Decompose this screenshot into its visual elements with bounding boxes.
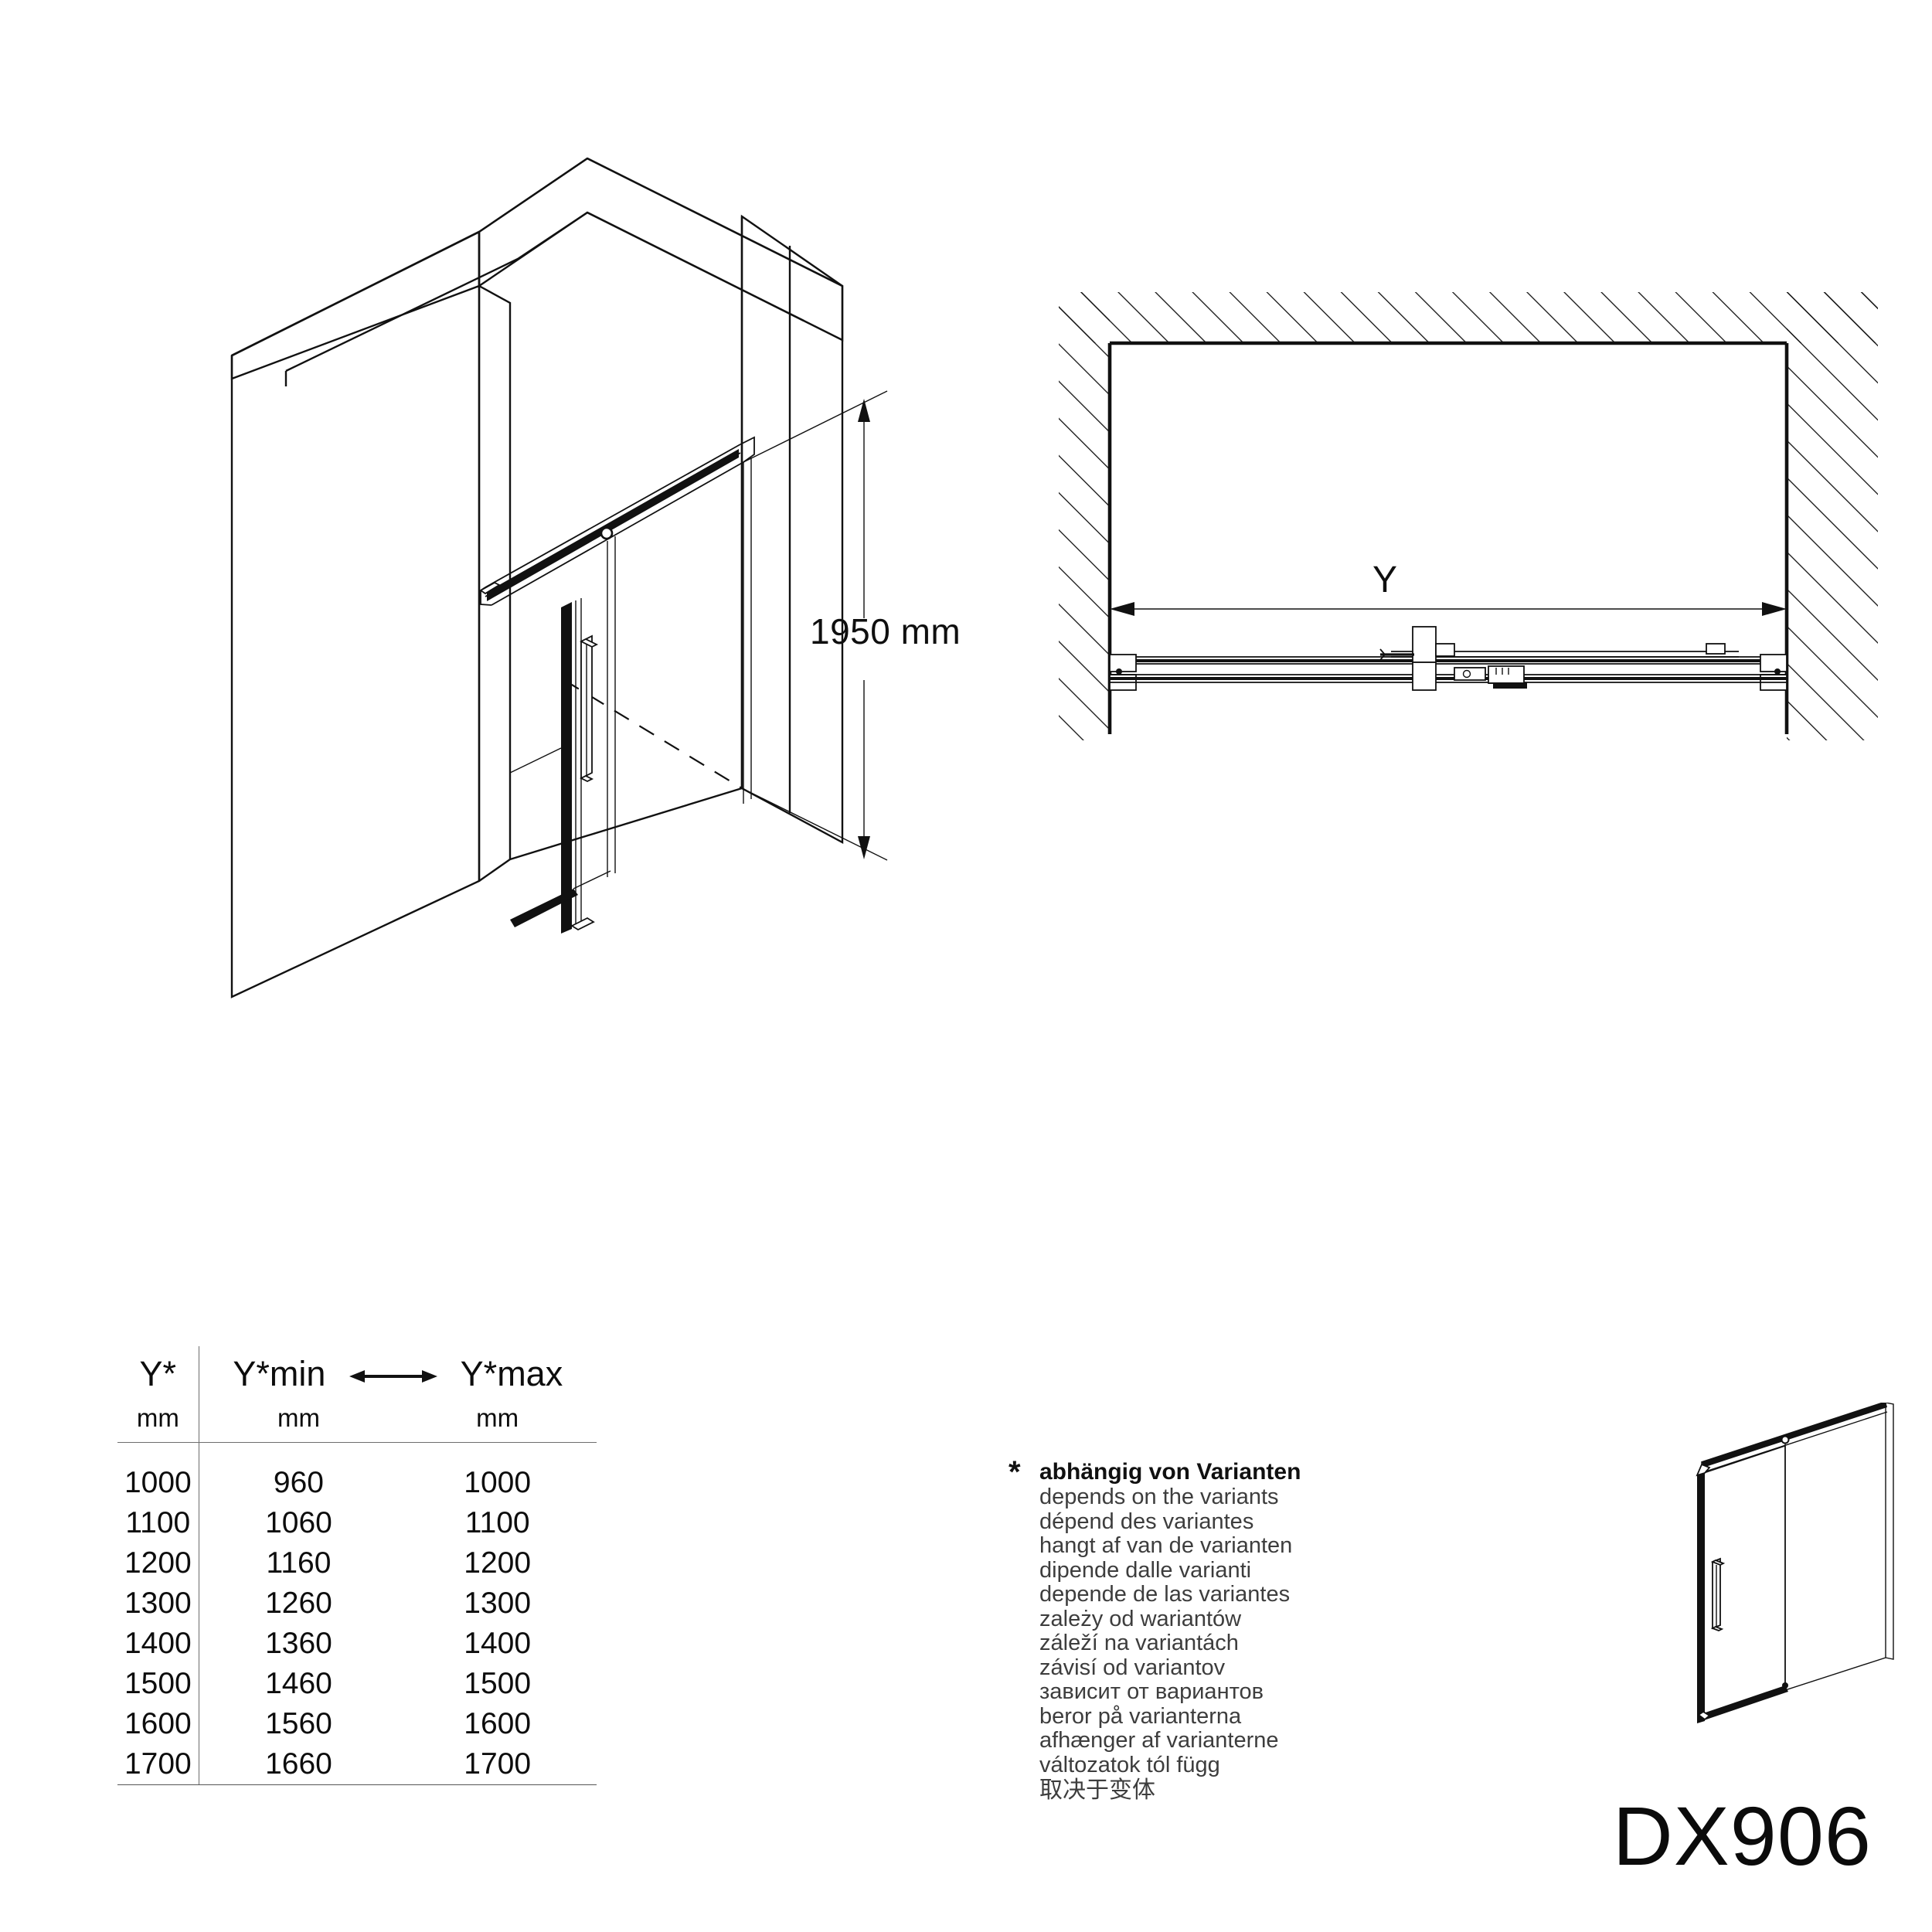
table-header-ymin: Y*min [233, 1354, 326, 1393]
table-unit-col2: mm [198, 1394, 399, 1443]
cell-ymin: 960 [198, 1463, 399, 1503]
cell-ymax: 1000 [464, 1466, 532, 1499]
footnote-line: dépend des variantes [1039, 1509, 1254, 1534]
ceiling-slab [231, 157, 844, 386]
height-dimension [741, 390, 888, 861]
thumb-top-rail [1701, 1403, 1888, 1474]
footnote-asterisk: * [1009, 1455, 1021, 1489]
model-number: DX906 [1612, 1789, 1872, 1883]
cell-ymin: 1160 [198, 1543, 399, 1583]
wall-hatching-right [1787, 292, 1878, 740]
cell-y: 1600 [124, 1707, 192, 1740]
sliding-door-plan-assembly [1109, 626, 1787, 691]
table-header-y: Y* [139, 1354, 177, 1393]
footnote-line: beror på varianterna [1039, 1703, 1242, 1729]
fixed-glass-panel [607, 457, 752, 877]
door-handle [579, 634, 599, 783]
right-wall-pier [740, 214, 844, 845]
cell-y: 1000 [124, 1466, 192, 1499]
cell-y: 1200 [124, 1546, 192, 1580]
thumb-roller-pin-icon [1781, 1435, 1790, 1444]
cell-ymin: 1360 [198, 1624, 399, 1664]
footnote-line: dipende dalle varianti [1039, 1557, 1252, 1583]
footnote-line: depende de las variantes [1039, 1582, 1291, 1607]
cell-ymax: 1100 [464, 1506, 530, 1539]
door-carriage-hardware [1379, 626, 1455, 691]
top-sliding-rail [479, 436, 755, 606]
cell-ymax: 1300 [464, 1587, 532, 1620]
footnote-line: depends on the variants [1039, 1485, 1279, 1509]
cell-ymin: 1260 [198, 1583, 399, 1624]
cell-y: 1100 [125, 1506, 191, 1539]
thumb-door-handle [1710, 1557, 1726, 1631]
table-header-ymax: Y*max [460, 1354, 563, 1393]
table-unit-col3: mm [398, 1394, 597, 1443]
cell-ymax: 1600 [464, 1707, 532, 1740]
floor-threshold [509, 679, 743, 861]
table-spacer-row [117, 1442, 597, 1463]
roller-pin-icon [600, 526, 614, 540]
wall-profile-left [1109, 654, 1137, 691]
plan-width-label: Y [1372, 560, 1398, 600]
cell-y: 1700 [117, 1744, 199, 1785]
sliding-panel-rail [1110, 674, 1787, 683]
cell-y: 1400 [124, 1627, 192, 1660]
cell-y: 1300 [124, 1587, 192, 1620]
enclosure-outline [1107, 341, 1789, 734]
cell-y: 1500 [124, 1667, 192, 1700]
door-guide-detail [1454, 665, 1527, 689]
thumb-fixed-panel [1784, 1403, 1894, 1691]
footnote-line: зависит от вариантов [1039, 1679, 1264, 1704]
table-header-range: Y*min Y*max [198, 1346, 597, 1394]
sliding-glass-door [509, 598, 611, 934]
cell-ymin: 1060 [198, 1503, 399, 1543]
thumb-sliding-door [1696, 1445, 1788, 1723]
footnote-line: hangt af van de varianten [1039, 1533, 1293, 1558]
footnote-line: abhängig von Varianten [1039, 1459, 1301, 1485]
cell-ymax: 1500 [464, 1667, 532, 1700]
left-wall-panel [230, 230, 481, 998]
table-unit-col1: mm [117, 1394, 199, 1443]
wall-profile-right [1760, 654, 1787, 691]
footnote-line: zależy od wariantów [1039, 1606, 1242, 1631]
product-thumbnail-view [1696, 1403, 1894, 1723]
isometric-enclosure-view [230, 157, 888, 998]
cell-ymax: 1700 [398, 1744, 597, 1785]
height-dimension-label: 1950 mm [810, 611, 961, 651]
cell-ymax: 1400 [464, 1627, 532, 1660]
plan-section-view [1059, 292, 1878, 740]
footnote-line: 取决于变体 [1039, 1777, 1155, 1803]
cell-ymax: 1200 [464, 1546, 532, 1580]
cell-ymin: 1560 [198, 1704, 399, 1744]
footnote-line: változatok tól függ [1039, 1752, 1220, 1777]
wall-hatching-left [1059, 292, 1110, 740]
cell-ymin: 1660 [198, 1744, 399, 1785]
footnote-line: závisí od variantov [1039, 1655, 1226, 1680]
range-arrow-icon [348, 1368, 439, 1385]
footnote-line: záleží na variantách [1039, 1631, 1239, 1655]
footnote-line: afhænger af varianterne [1039, 1728, 1279, 1753]
cell-ymin: 1460 [198, 1664, 399, 1704]
wall-hatching-top [1059, 292, 1878, 343]
dimension-spec-table: Y* Y*min Y*max mm [117, 1346, 597, 1785]
fixed-panel-rail [1136, 656, 1760, 665]
plan-width-dimension [1110, 602, 1787, 616]
